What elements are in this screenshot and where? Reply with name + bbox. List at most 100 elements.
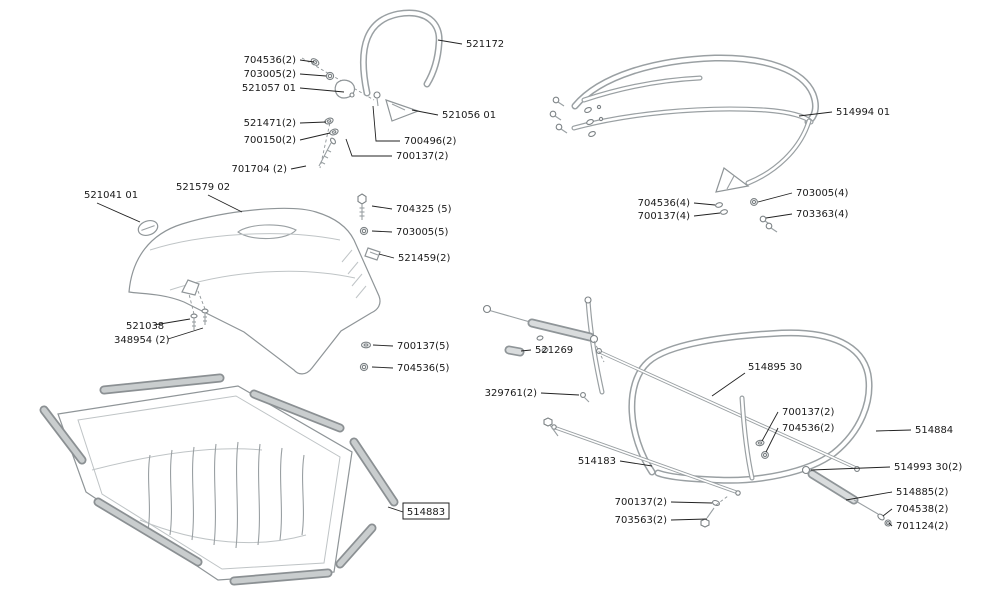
bolt-head-part [373,91,381,99]
part-label-703005-2: 703005(2) [244,69,296,80]
washer-part [586,118,594,126]
washer-part [755,439,765,447]
top-frame-assembly [549,54,819,233]
washer-part [715,202,723,208]
rear-hoop-fill [630,330,871,483]
part-label-521269: 521269 [535,345,573,356]
diagonal-bar-fill [599,351,857,469]
part-label-514993-30-2: 514993 30(2) [894,462,962,473]
washer-part [588,130,596,138]
clip-521269-part [504,335,549,357]
frame-side-rail-outline [745,118,812,186]
part-label-700137-4: 700137(4) [638,211,690,222]
part-label-700496-2: 700496(2) [404,136,456,147]
hex-bolt-part [357,193,367,220]
washer-part [329,128,339,136]
floor-ribs [147,441,305,549]
seal-strips [39,373,399,586]
part-label-703563-2: 703563(2) [615,515,667,526]
nut-part [325,71,335,81]
post-tube-fill [586,298,604,394]
handle-assembly [301,9,443,169]
cover-bracket-part [181,279,200,296]
floor-pan-outline [57,385,353,581]
ball-stud-part [580,392,590,403]
part-label-514895-30: 514895 30 [748,362,802,373]
floor-pan-crease-line [139,519,307,544]
screw-part [318,137,337,167]
washer-part [360,341,372,349]
bolt-axis-dashed-line [715,495,729,506]
rod-end-part [735,490,741,496]
part-label-514885-2: 514885(2) [896,487,948,498]
part-label-514884: 514884 [915,425,953,436]
washer-part [720,209,728,215]
cover-hatch-line [351,273,363,287]
part-label-700137-2b: 700137(2) [782,407,834,418]
boxed-part-label-514883: 514883 [402,502,450,520]
part-label-521471-2: 521471(2) [244,118,296,129]
part-label-329761-2: 329761(2) [485,388,537,399]
part-label-703363-4: 703363(4) [796,209,848,220]
cover-assembly [128,193,381,375]
small-rivet-part [349,92,355,98]
bolt-part [549,110,562,121]
part-label-514994-01: 514994 01 [836,107,890,118]
bolt-part [765,222,778,233]
cover-hatch-line [347,261,359,275]
nut-part [359,362,369,372]
frame-front-bow-fill [582,76,702,102]
part-label-521038: 521038 [126,321,164,332]
clip-part [364,247,381,261]
cover-hatch-line [341,249,353,263]
post-ball-end-part [584,296,592,304]
nut-part [761,451,769,459]
part-label-704325-5: 704325 (5) [396,204,452,215]
part-label-514883: 514883 [407,507,445,518]
frame-bracket-line [726,175,735,190]
bracket-flag-line [391,103,406,111]
part-label-703005-5: 703005(5) [396,227,448,238]
bolt-shaft-part [376,97,379,107]
part-label-521057-01: 521057 01 [242,83,296,94]
frame-main-bow-fill [573,55,818,124]
washer-part [324,117,334,125]
rear-frame-strut-assembly [482,296,892,528]
tension-rod-fill [555,427,737,493]
floor-pan-inner-line [77,395,341,570]
part-label-700137-5: 700137(5) [397,341,449,352]
cover-hatch-line [355,285,367,299]
screw-part [190,313,198,330]
floor-pan-assembly [39,373,399,586]
part-label-521041-01: 521041 01 [84,190,138,201]
part-label-700137-2c: 700137(2) [615,497,667,508]
washer-part [310,58,320,66]
gas-strut-left [482,304,599,344]
bolt-part [543,417,559,437]
floor-pan-crease-line [91,448,263,471]
part-labels: 704536(2) 703005(2) 521057 01 521471(2) … [84,39,962,532]
small-rivet-part [596,104,602,110]
gas-strut-right [801,465,892,527]
screw-part [201,308,209,325]
part-label-704536-5: 704536(5) [397,363,449,374]
frame-side-rail-fill [746,119,811,185]
part-label-521172: 521172 [466,39,504,50]
part-label-521056-01: 521056 01 [442,110,496,121]
cover-scoop-line [237,224,297,240]
part-label-521579-02: 521579 02 [176,182,230,193]
part-label-701124-2: 701124(2) [896,521,948,532]
bar-end-part [854,466,860,472]
part-label-704536-4: 704536(4) [638,198,690,209]
nut-part [750,198,758,206]
part-label-704536-2: 704536(2) [244,55,296,66]
bolt-part [555,123,568,134]
washer-part [711,499,721,507]
bolt-part [700,507,715,528]
screw-axis-dashed-line [188,293,195,315]
part-label-700150-2: 700150(2) [244,135,296,146]
part-label-701704-2: 701704 (2) [231,164,287,175]
part-label-514183: 514183 [578,456,616,467]
washer-part [584,106,592,114]
